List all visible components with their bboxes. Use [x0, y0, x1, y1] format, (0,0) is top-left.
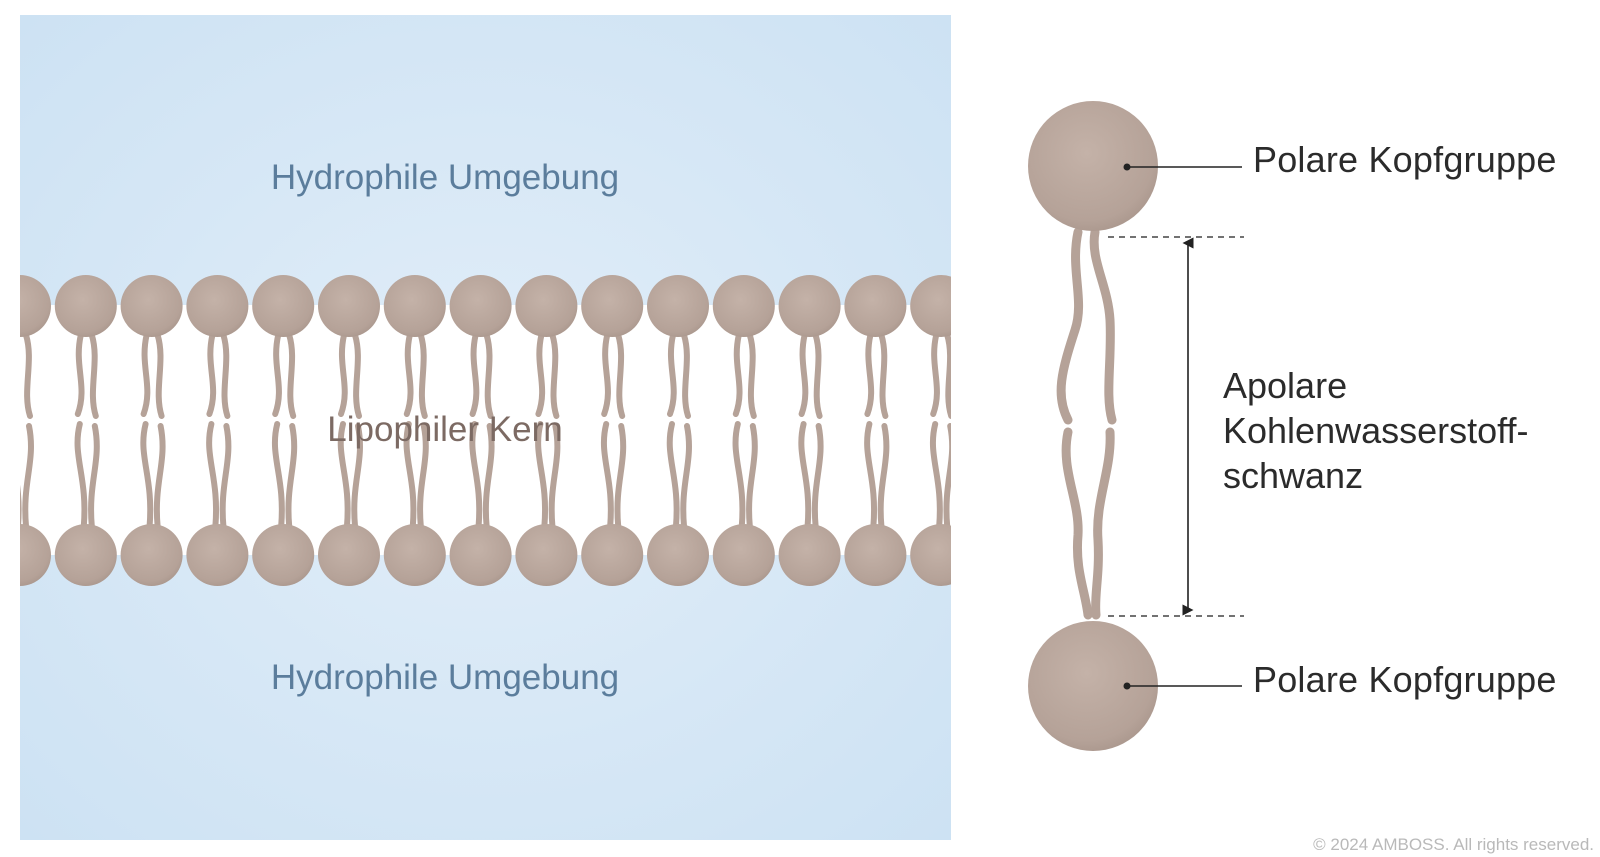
lipid-tail: [732, 332, 746, 529]
lipid-tail: [22, 332, 34, 529]
lipid-head-lower: [449, 524, 512, 586]
lipid-head-upper: [120, 275, 183, 337]
lipid-tail: [469, 332, 483, 529]
lipid-tail: [285, 332, 298, 529]
lipid-tail: [20, 484, 22, 529]
lipid-tail: [351, 332, 363, 529]
lipid-tail: [600, 332, 614, 529]
lipid-tail: [74, 332, 88, 529]
lipid-head-lower: [20, 524, 51, 586]
lipid-head-lower: [910, 524, 951, 586]
lipid-tail: [811, 332, 824, 529]
lipid-bilayer: [20, 275, 951, 586]
lipid-tail: [140, 332, 154, 529]
lipid-tail: [88, 332, 100, 529]
lipid-head-lower: [120, 524, 183, 586]
lipid-tail: [535, 332, 549, 529]
lipid-head-upper: [252, 275, 315, 337]
lipid-tail: [746, 332, 758, 529]
core-label: Lipophiler Kern: [327, 410, 563, 449]
lipid-head-lower: [647, 524, 709, 586]
lipid-tail: [929, 332, 943, 529]
lipid-head-upper: [581, 275, 644, 337]
lipid-tail: [482, 332, 495, 529]
lipid-head-upper: [54, 275, 117, 337]
lipid-tail: [666, 332, 680, 529]
lipid-tail: [271, 332, 285, 529]
copyright-notice: © 2024 AMBOSS. All rights reserved.: [1313, 835, 1594, 854]
lipid-head-upper: [910, 275, 951, 337]
lipid-head-upper: [712, 275, 775, 337]
top-head-label: Polare Kopfgruppe: [1253, 139, 1557, 180]
lipid-head-lower: [515, 524, 578, 586]
lipid-tail: [680, 332, 692, 529]
lipid-head-upper: [383, 275, 446, 337]
lipid-tail: [403, 332, 417, 529]
tail-label-line-3: schwanz: [1223, 455, 1364, 496]
tail-label-line-2: Kohlenwasserstoff-: [1223, 410, 1529, 451]
lipid-head-upper: [778, 275, 841, 337]
lipid-head-upper: [20, 275, 51, 337]
lipid-tail: [864, 332, 878, 529]
lipid-head-lower: [54, 524, 117, 586]
lipid-tail: [877, 332, 890, 529]
lipid-head-lower: [318, 524, 380, 586]
single-lipid: [1028, 101, 1244, 751]
lipid-tail: [153, 332, 166, 529]
lipid-head-lower: [252, 524, 315, 586]
lipid-head-lower: [581, 524, 644, 586]
bottom-head-label: Polare Kopfgruppe: [1253, 659, 1557, 700]
lipid-tail: [219, 332, 232, 529]
lipid-head-upper: [515, 275, 578, 337]
tail-label: Apolare Kohlenwasserstoff- schwanz: [1223, 363, 1529, 498]
lipid-head-lower: [383, 524, 446, 586]
lipid-head-upper: [318, 275, 380, 337]
bottom-environment-label: Hydrophile Umgebung: [270, 658, 620, 697]
lipid-head-bottom: [1028, 621, 1158, 751]
lipid-head-upper: [647, 275, 709, 337]
lipid-tail: [943, 332, 951, 529]
top-environment-label: Hydrophile Umgebung: [270, 158, 620, 197]
lipid-tail: [206, 332, 220, 529]
lipid-tail: [548, 332, 561, 529]
lipid-tail: [614, 332, 627, 529]
lipid-head-lower: [778, 524, 841, 586]
lipid-head-top: [1028, 101, 1158, 231]
tail-label-line-1: Apolare: [1223, 365, 1348, 406]
lipid-head-lower: [186, 524, 249, 586]
lipid-head-upper: [186, 275, 249, 337]
lipid-head-upper: [449, 275, 512, 337]
lipid-head-upper: [844, 275, 907, 337]
lipid-tail-right: [1089, 227, 1117, 620]
lipid-tail: [417, 332, 429, 529]
lipid-head-lower: [712, 524, 775, 586]
lipid-tail-left: [1056, 227, 1093, 620]
lipid-tail: [798, 332, 812, 529]
lipid-head-lower: [844, 524, 907, 586]
lipid-tail: [337, 332, 351, 529]
